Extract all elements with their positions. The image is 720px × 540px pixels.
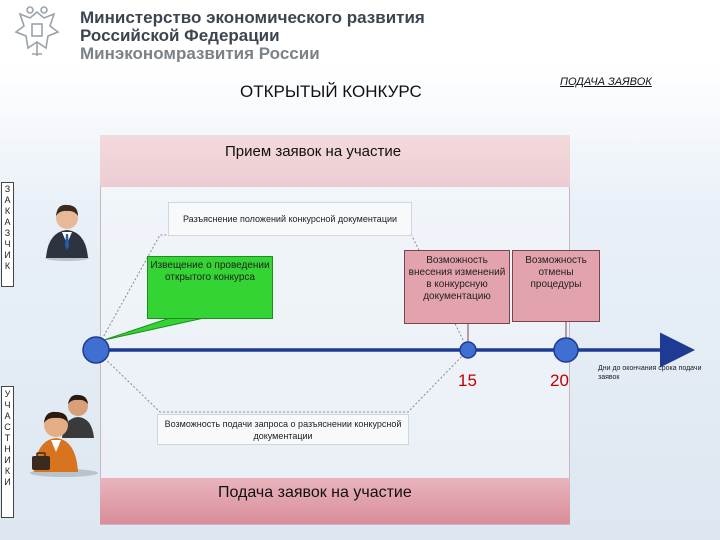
query-text: Возможность подачи запроса о разъяснении… [164,418,402,441]
stage-label: ПОДАЧА ЗАЯВОК [560,76,652,88]
clarification-text: Разъяснение положений конкурсной докумен… [182,214,398,224]
bottom-band-label: Подача заявок на участие [218,484,412,501]
customer-person-icon [45,204,89,261]
clarification-box: Разъяснение положений конкурсной докумен… [168,202,412,236]
top-band [100,135,570,187]
day-20-label: 20 [550,371,569,390]
bottom-band [100,478,570,524]
start-marker [82,336,110,364]
changes-text: Возможность внесения изменений в конкурс… [408,255,506,302]
coat-of-arms-icon [14,6,60,56]
ministry-name-line2: Российской Федерации [80,26,280,45]
notice-callout-tail [103,317,205,341]
deadline-note: Дни до окончания срока подачи заявок [598,365,702,381]
ministry-name-line1: Министерство экономического развития [80,8,425,27]
top-band-label: Прием заявок на участие [225,143,402,160]
day15-marker [459,341,477,359]
cancel-box: Возможность отмены процедуры [512,250,600,322]
ministry-short-name: Минэкономразвития России [80,44,320,63]
day20-marker [553,337,579,363]
cancel-text: Возможность отмены процедуры [525,255,587,290]
customer-vertical-label: З А К А З Ч И К [1,182,14,287]
header: Министерство экономического развития Рос… [0,0,720,63]
lower-arc [95,349,469,413]
changes-box: Возможность внесения изменений в конкурс… [404,250,510,324]
slide-title: ОТКРЫТЫЙ КОНКУРС [240,82,422,101]
participants-group-icon [30,394,98,477]
notice-text: Извещение о проведении открытого конкурс… [150,260,270,283]
participants-vertical-label: У Ч А С Т Н И К И [1,386,14,518]
query-box: Возможность подачи запроса о разъяснении… [157,414,409,445]
day-15-label: 15 [458,371,477,390]
notice-box: Извещение о проведении открытого конкурс… [147,256,273,319]
